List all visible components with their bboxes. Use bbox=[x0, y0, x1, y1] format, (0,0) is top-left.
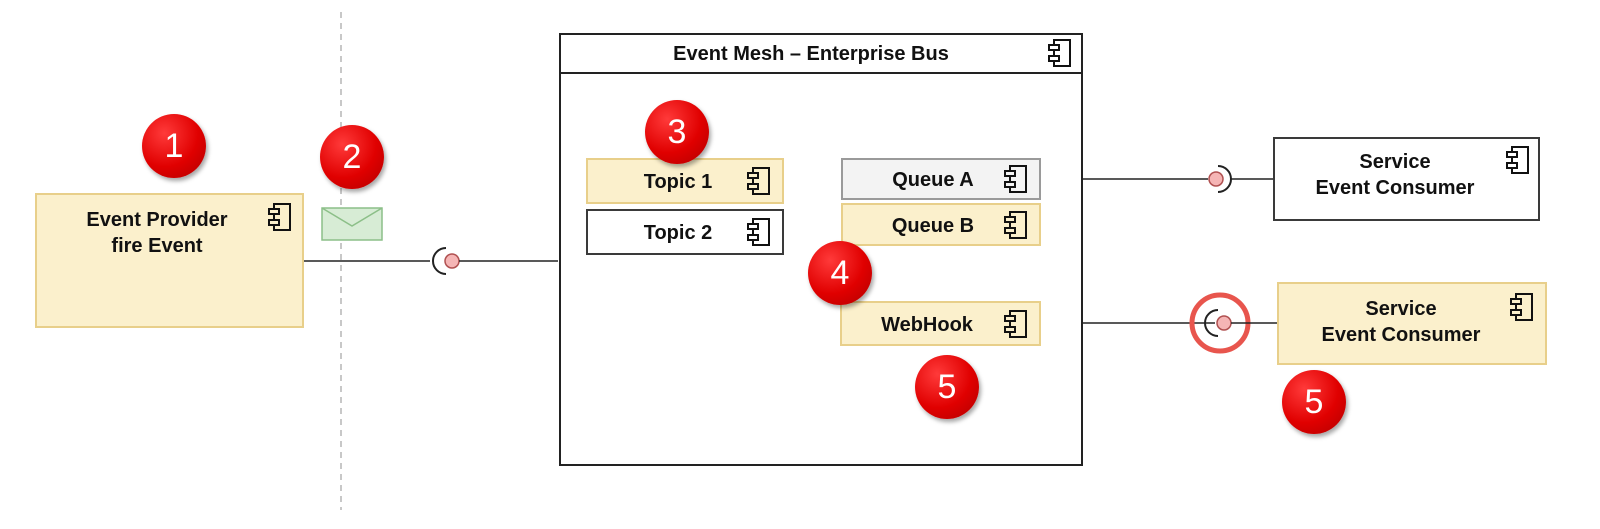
uml-component-icon bbox=[1004, 165, 1027, 193]
event-mesh-header: Event Mesh – Enterprise Bus bbox=[561, 35, 1081, 74]
event-provider-label-line1: Event Provider bbox=[86, 209, 228, 231]
provider-socket bbox=[432, 247, 447, 275]
consumer-2-label-line2: Event Consumer bbox=[1321, 324, 1481, 346]
uml-component-icon bbox=[747, 167, 770, 195]
step-badge-5-consumer: 5 bbox=[1282, 370, 1346, 434]
consumer-2-label: Service Event Consumer bbox=[1279, 296, 1523, 348]
webhook-box: WebHook bbox=[840, 301, 1041, 346]
service-event-consumer-2-box: Service Event Consumer bbox=[1277, 282, 1547, 365]
step-badge-5-webhook: 5 bbox=[915, 355, 979, 419]
webhook-interface-dot bbox=[1216, 315, 1232, 331]
consumer-1-label-line1: Service bbox=[1359, 151, 1431, 173]
provider-interface-dot bbox=[444, 253, 460, 269]
queuea-interface-dot bbox=[1208, 171, 1224, 187]
consumer2-socket bbox=[1204, 309, 1219, 337]
event-provider-label: Event Provider fire Event bbox=[37, 207, 277, 259]
event-provider-label-line2: fire Event bbox=[111, 235, 203, 257]
uml-component-icon bbox=[268, 203, 291, 231]
event-provider-box: Event Provider fire Event bbox=[35, 193, 304, 328]
step-badge-4: 4 bbox=[808, 241, 872, 305]
event-mesh-title: Event Mesh – Enterprise Bus bbox=[673, 43, 949, 65]
queue-a-label: Queue A bbox=[892, 169, 974, 191]
step-badge-2: 2 bbox=[320, 125, 384, 189]
webhook-label: WebHook bbox=[881, 314, 973, 336]
topic-1-box: Topic 1 bbox=[586, 158, 784, 204]
envelope-icon bbox=[321, 207, 383, 241]
consumer-1-label-line2: Event Consumer bbox=[1315, 177, 1475, 199]
queue-b-box: Queue B bbox=[841, 203, 1041, 246]
topic-2-box: Topic 2 bbox=[586, 209, 784, 255]
uml-component-icon bbox=[1048, 39, 1071, 67]
uml-component-icon bbox=[1004, 310, 1027, 338]
uml-component-icon bbox=[1506, 146, 1529, 174]
consumer-1-label: Service Event Consumer bbox=[1275, 149, 1515, 201]
uml-component-icon bbox=[1004, 211, 1027, 239]
uml-component-icon bbox=[747, 218, 770, 246]
uml-component-icon bbox=[1510, 293, 1533, 321]
consumer-2-label-line1: Service bbox=[1365, 298, 1437, 320]
queue-a-box: Queue A bbox=[841, 158, 1041, 200]
queue-b-label: Queue B bbox=[891, 215, 975, 237]
service-event-consumer-1-box: Service Event Consumer bbox=[1273, 137, 1540, 221]
topic-2-label: Topic 2 bbox=[643, 222, 713, 244]
step-badge-1: 1 bbox=[142, 114, 206, 178]
step-badge-3: 3 bbox=[645, 100, 709, 164]
topic-1-label: Topic 1 bbox=[643, 171, 713, 193]
